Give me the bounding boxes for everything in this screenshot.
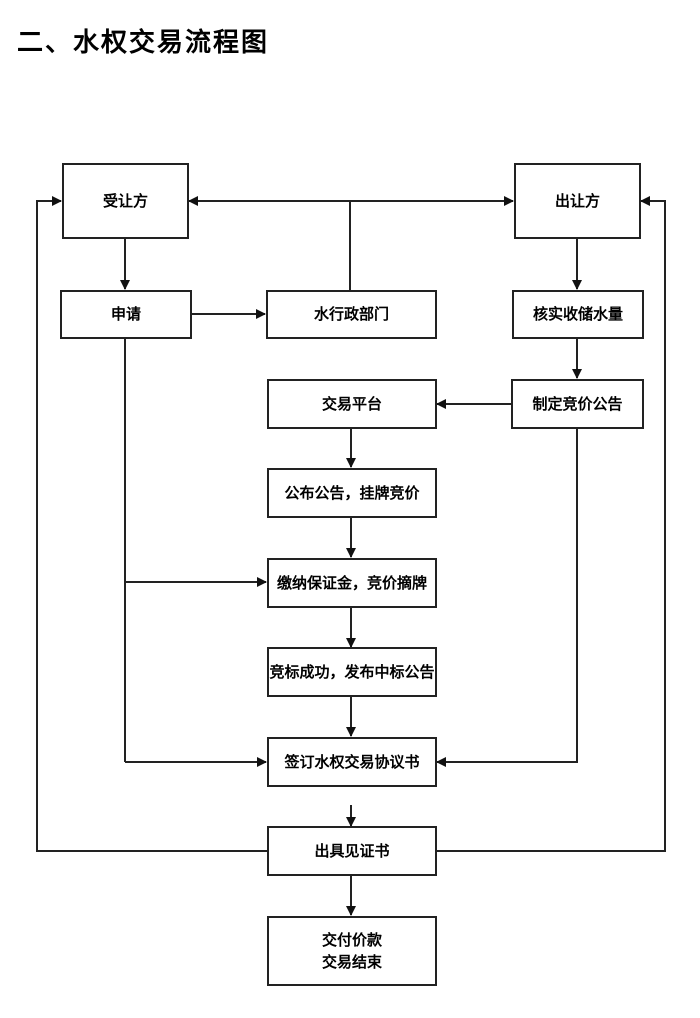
node-payment: 交付价款 交易结束	[267, 916, 437, 986]
node-buyer: 受让方	[62, 163, 189, 239]
node-seller: 出让方	[514, 163, 641, 239]
node-certificate: 出具见证书	[267, 826, 437, 876]
node-sign: 签订水权交易协议书	[267, 737, 437, 787]
node-win: 竞标成功，发布中标公告	[267, 647, 437, 697]
node-verify: 核实收储水量	[512, 290, 644, 339]
edge-notice-to-sign	[436, 428, 578, 767]
node-apply: 申请	[60, 290, 192, 339]
edge-certificate-to-buyer	[36, 196, 267, 852]
edge-certificate-to-seller	[436, 196, 666, 852]
node-water-admin: 水行政部门	[266, 290, 437, 339]
page-title: 二、水权交易流程图	[17, 28, 270, 58]
node-bid-notice: 制定竞价公告	[511, 379, 644, 429]
node-deposit: 缴纳保证金，竞价摘牌	[267, 558, 437, 608]
node-publish: 公布公告，挂牌竞价	[267, 468, 437, 518]
node-platform: 交易平台	[267, 379, 437, 429]
